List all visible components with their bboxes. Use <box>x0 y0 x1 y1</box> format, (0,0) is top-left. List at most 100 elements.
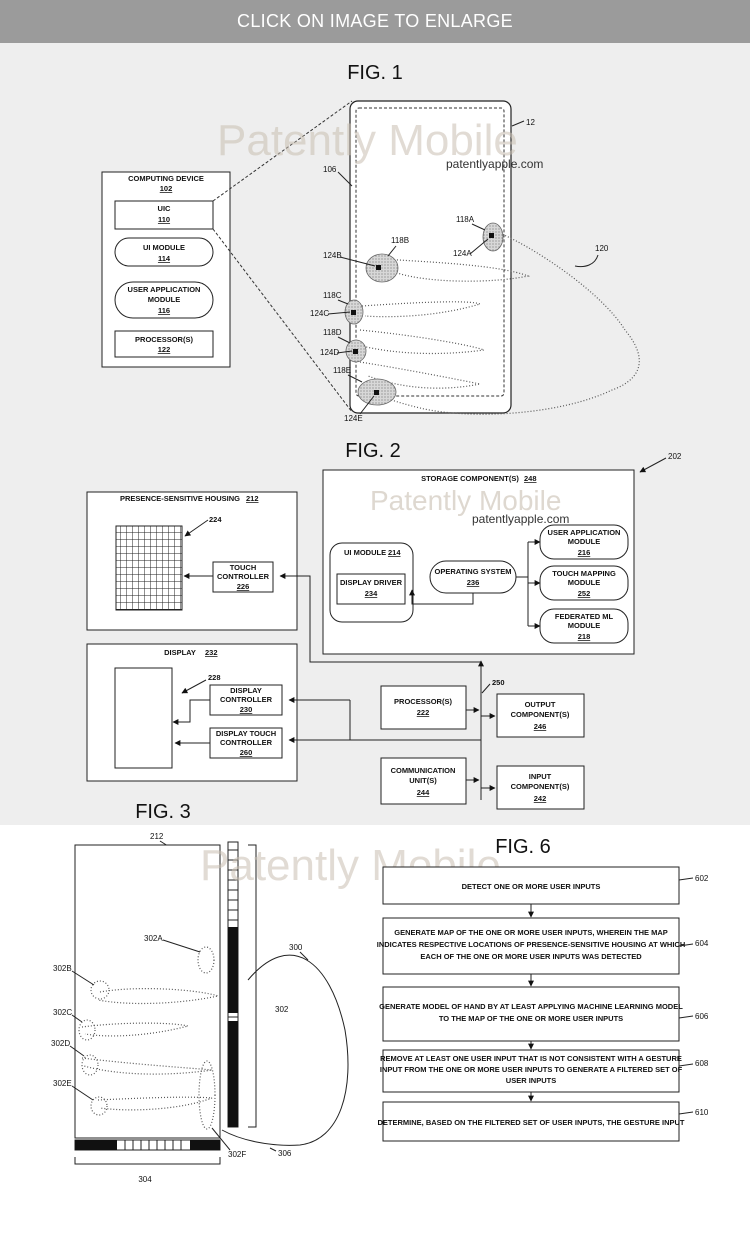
touch-mapping-ref: 252 <box>578 589 591 598</box>
hand-outline <box>367 231 640 415</box>
touch-oval-302e <box>90 1096 108 1116</box>
step-606-ref: 606 <box>695 1012 709 1021</box>
enlarge-banner-text: CLICK ON IMAGE TO ENLARGE <box>237 11 513 31</box>
ref-124b: 124B <box>323 251 342 260</box>
fig3-title: FIG. 3 <box>135 801 191 823</box>
step-box-608 <box>382 1049 680 1093</box>
display-driver-label: DISPLAY DRIVER <box>340 578 403 587</box>
leader-106 <box>337 171 353 187</box>
leader-118a <box>471 223 486 231</box>
finger-3 <box>359 329 485 355</box>
leader-124c <box>327 311 351 315</box>
output-components-box <box>496 693 585 738</box>
input-ref: 242 <box>534 794 547 803</box>
display-touch-ref: 260 <box>240 748 253 757</box>
display-controller-ref: 230 <box>240 705 253 714</box>
ref-302d: 302D <box>51 1039 70 1048</box>
leader-224 <box>184 519 209 537</box>
input-line2: COMPONENT(S) <box>511 782 570 791</box>
leader-118e <box>347 374 363 383</box>
step-608-line2: INPUT FROM THE ONE OR MORE USER INPUTS T… <box>380 1065 683 1074</box>
computing-device-label: COMPUTING DEVICE <box>128 174 204 183</box>
finger-4 <box>359 361 481 389</box>
device-housing-dashed <box>355 107 505 397</box>
projection-lines <box>212 100 353 413</box>
leader-608 <box>678 1063 694 1067</box>
touch-controller-ref: 226 <box>237 582 250 591</box>
step-box-610 <box>382 1101 680 1142</box>
display-controller-line1: DISPLAY <box>230 686 262 695</box>
uic-box <box>114 200 214 230</box>
bracket-304 <box>74 1157 221 1165</box>
processors-label: PROCESSOR(S) <box>135 335 193 344</box>
display-panel <box>114 667 173 769</box>
step-604-ref: 604 <box>695 939 709 948</box>
leader-604 <box>678 943 694 947</box>
federated-line2: MODULE <box>568 621 601 630</box>
leader-302a <box>162 939 201 953</box>
watermark-brand-2: Patently Mobile <box>370 485 561 516</box>
display-driver-ref: 234 <box>365 589 378 598</box>
display-controller-box <box>209 684 283 716</box>
uic-ref: 110 <box>158 215 170 224</box>
leader-12 <box>511 120 525 127</box>
ref-118b: 118B <box>391 236 409 245</box>
bracket-302 <box>248 844 257 1128</box>
housing-ref: 212 <box>246 494 259 503</box>
touch-point-124a <box>489 233 494 238</box>
enlarge-banner[interactable]: CLICK ON IMAGE TO ENLARGE <box>0 0 750 43</box>
flow-step-608: REMOVE AT LEAST ONE USER INPUT THAT IS N… <box>380 1049 709 1093</box>
fig1: FIG. 1 COMPUTING DEVICE 102 UIC 110 UI M… <box>101 62 640 423</box>
finger-2-fig3 <box>81 1022 189 1037</box>
output-ref: 246 <box>534 722 547 731</box>
watermark-site-1: patentlyapple.com <box>446 157 543 171</box>
leader-250 <box>481 683 491 694</box>
leader-228 <box>181 679 207 694</box>
step-604-line3: EACH OF THE ONE OR MORE USER INPUTS WAS … <box>420 952 642 961</box>
ui-module-ref: 114 <box>158 254 171 263</box>
ref-120: 120 <box>595 244 609 253</box>
user-app-module-box <box>114 281 214 319</box>
fig6: FIG. 6 DETECT ONE OR MORE USER INPUTS 60… <box>377 836 709 1142</box>
flow-step-610: DETERMINE, BASED ON THE FILTERED SET OF … <box>378 1101 709 1142</box>
display-touch-line1: DISPLAY TOUCH <box>216 729 276 738</box>
ref-228: 228 <box>208 673 221 682</box>
ref-124c: 124C <box>310 309 329 318</box>
leader-202 <box>639 457 667 473</box>
device-outline <box>349 100 512 414</box>
leader-302f <box>211 1127 231 1151</box>
leader-300 <box>299 951 309 961</box>
ref-202: 202 <box>668 452 682 461</box>
leader-120 <box>574 254 599 268</box>
sensor-grid <box>115 525 183 611</box>
leader-602 <box>678 877 694 881</box>
vertical-bar-active-1 <box>228 927 238 1013</box>
user-app-line1-fig2: USER APPLICATION <box>548 528 621 537</box>
step-602-line1: DETECT ONE OR MORE USER INPUTS <box>462 882 601 891</box>
touch-controller-line1: TOUCH <box>230 563 257 572</box>
finger-1 <box>381 258 531 282</box>
storage-ref: 248 <box>524 474 537 483</box>
horizontal-bar-cells <box>124 1140 182 1150</box>
fig3: FIG. 3 212 302 304 300 306 <box>51 801 349 1184</box>
ui-module-ref-fig2: 214 <box>388 548 401 557</box>
housing-label: PRESENCE-SENSITIVE HOUSING <box>120 494 240 503</box>
leader-302e <box>71 1085 94 1101</box>
communication-units-box <box>380 757 467 805</box>
ref-302b: 302B <box>53 964 72 973</box>
touch-point-124c <box>351 310 356 315</box>
leader-124e <box>359 395 375 415</box>
ref-302: 302 <box>275 1005 289 1014</box>
user-app-line1: USER APPLICATION <box>128 285 201 294</box>
flow-step-602: DETECT ONE OR MORE USER INPUTS 602 <box>382 866 709 905</box>
touch-mapping-line2: MODULE <box>568 578 601 587</box>
comm-ref: 244 <box>417 788 430 797</box>
display-touch-controller-box <box>209 727 283 759</box>
processors-box <box>114 330 214 358</box>
fig2-title: FIG. 2 <box>345 440 401 462</box>
step-608-line3: USER INPUTS <box>506 1076 556 1085</box>
fig6-title: FIG. 6 <box>495 836 551 858</box>
touch-oval-302f <box>198 1060 216 1130</box>
output-line1: OUTPUT <box>525 700 556 709</box>
